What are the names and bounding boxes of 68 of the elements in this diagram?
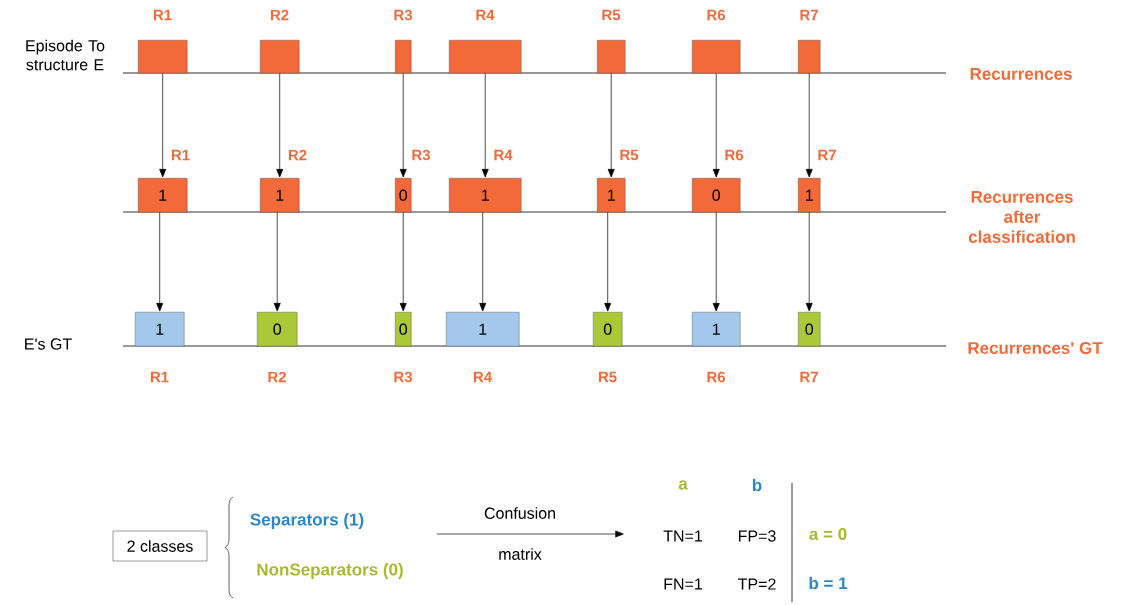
edge-label: Confusion (484, 507, 555, 519)
class-value-label: b = 1 (809, 576, 848, 590)
recurrence-label: R6 (725, 149, 744, 161)
row-title: E's GT (25, 338, 72, 350)
matrix-header: b (752, 478, 762, 492)
matrix-cell: TN=1 (663, 530, 702, 542)
recurrence-box: 1 (798, 178, 821, 213)
recurrence-box: 0 (692, 178, 741, 213)
recurrence-label: R5 (602, 9, 621, 21)
arrow (805, 212, 813, 312)
recurrence-box: 0 (593, 312, 623, 347)
recurrence-label: R2 (270, 9, 289, 21)
recurrence-label: R6 (707, 371, 726, 383)
recurrence-box: 1 (597, 178, 626, 213)
class-label: NonSeparators (0) (257, 563, 403, 579)
recurrence-label: R4 (476, 9, 495, 21)
recurrence-box: 1 (260, 178, 300, 213)
matrix-cell: FP=3 (739, 530, 776, 542)
recurrence-label: R7 (818, 149, 836, 161)
recurrence-box: 1 (449, 178, 522, 213)
recurrence-label: R5 (620, 149, 639, 161)
recurrence-label: R3 (394, 9, 413, 21)
recurrence-label: R3 (394, 371, 413, 383)
recurrence-label: R7 (800, 371, 818, 383)
class-value-label: a = 0 (809, 528, 847, 541)
matrix-header: a (678, 480, 688, 490)
recurrence-label: R2 (268, 371, 286, 383)
arrow (276, 73, 284, 178)
arrow (399, 73, 407, 178)
arrow (156, 212, 164, 312)
class-label: Separators (1) (250, 513, 364, 529)
recurrence-label: R1 (150, 371, 169, 383)
recurrence-label: R5 (598, 371, 617, 383)
arrow (712, 212, 720, 312)
arrow (712, 73, 720, 178)
arrow (273, 212, 281, 312)
recurrence-box: 1 (692, 312, 741, 347)
recurrence-box: 1 (135, 312, 185, 347)
arrow (159, 73, 167, 178)
row-title: Recurrences (970, 68, 1072, 80)
row-title: Recurrences' GT (968, 342, 1103, 355)
recurrence-label: R3 (412, 149, 431, 161)
recurrence-box: 1 (138, 178, 188, 213)
arrow (604, 212, 612, 312)
recurrence-box: 1 (446, 312, 520, 347)
arrow (607, 73, 615, 178)
arrow (436, 530, 624, 538)
recurrence-label: R1 (171, 149, 190, 161)
recurrence-label: R4 (494, 149, 513, 161)
row-title: Recurrences after classification (968, 191, 1075, 243)
arrow (481, 73, 489, 178)
recurrence-label: R6 (707, 9, 726, 21)
matrix-cell: FN=1 (664, 578, 702, 590)
recurrence-label: R4 (473, 371, 492, 383)
arrow (399, 212, 407, 312)
class-count-box: 2 classes (112, 530, 208, 562)
row-title: Episode To structure E (26, 39, 105, 71)
recurrence-label: R2 (288, 149, 307, 161)
recurrence-box: 0 (257, 312, 298, 347)
recurrence-label: R1 (153, 9, 172, 21)
arrow (479, 212, 487, 312)
matrix-cell: TP=2 (738, 578, 776, 590)
recurrence-label: R7 (800, 9, 818, 21)
recurrence-box: 0 (395, 178, 412, 213)
recurrence-box: 0 (798, 312, 821, 347)
arrow-caption: matrix (499, 548, 542, 560)
recurrence-box: 0 (395, 312, 412, 347)
arrow (805, 73, 813, 178)
